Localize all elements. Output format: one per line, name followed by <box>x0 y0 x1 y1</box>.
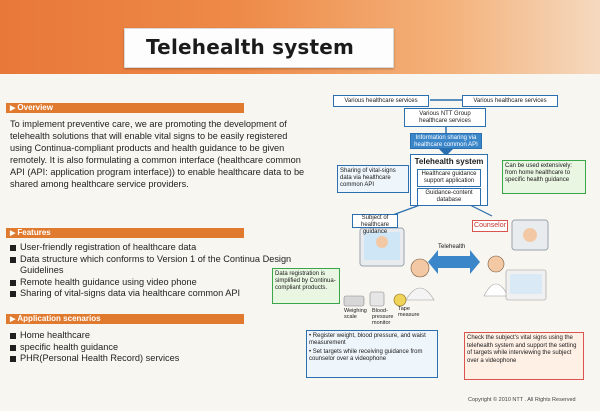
overview-text: To implement preventive care, we are pro… <box>10 119 305 189</box>
telehealth-system-box: Telehealth system Healthcare guidance su… <box>410 154 488 206</box>
application-heading: Application scenarios <box>17 314 101 323</box>
tape-measure-label: Tape measure <box>398 306 420 318</box>
features-list: User-friendly registration of healthcare… <box>10 242 310 300</box>
ntt-services-box: Various NTT Group healthcare services <box>404 108 486 127</box>
list-item: Sharing of vital-signs data via healthca… <box>10 288 310 300</box>
computer-screen-icon <box>510 274 542 294</box>
weighing-scale-label: Weighing scale <box>344 308 367 320</box>
various-services-right: Various healthcare services <box>462 95 558 107</box>
overview-heading: Overview <box>17 103 53 112</box>
list-item: • Register weight, blood pressure, and w… <box>309 333 426 346</box>
list-item: PHR(Personal Health Record) services <box>10 353 260 365</box>
triangle-icon: ▶ <box>10 230 16 237</box>
triangle-icon: ▶ <box>10 105 16 112</box>
person-head-icon <box>410 258 430 278</box>
nurse-head-icon <box>487 255 505 273</box>
list-item: • Set targets while receiving guidance f… <box>309 349 423 362</box>
used-extensively-box: Can be used extensively: from home healt… <box>502 160 586 194</box>
list-item: User-friendly registration of healthcare… <box>10 242 310 254</box>
person-body-icon <box>405 287 435 301</box>
telehealth-system-label: Telehealth system <box>414 157 484 166</box>
counselor-face-icon <box>376 236 388 248</box>
list-item: Home healthcare <box>10 330 260 342</box>
copyright-text: Copyright © 2010 NTT . All Rights Reserv… <box>468 397 576 403</box>
blood-pressure-label: Blood-pressure monitor <box>372 308 394 326</box>
application-list: Home healthcare specific health guidance… <box>10 330 260 365</box>
triangle-icon: ▶ <box>10 316 16 323</box>
telehealth-arrow-icon <box>428 250 480 274</box>
telehealth-link-label: Telehealth <box>438 244 466 250</box>
nurse-body-icon <box>483 283 509 297</box>
subject-face-icon <box>523 228 537 242</box>
various-services-left: Various healthcare services <box>333 95 429 107</box>
subject-label-box: Subject of healthcare guidance <box>352 214 398 235</box>
down-arrow-icon <box>438 148 454 156</box>
title-box <box>124 28 394 68</box>
guidance-app-box: Healthcare guidance support application <box>417 169 481 187</box>
counselor-label: Counselor <box>472 220 508 232</box>
tape-measure-icon <box>393 293 407 307</box>
overview-heading-bar: ▶Overview <box>6 103 244 113</box>
features-heading-bar: ▶Features <box>6 228 244 238</box>
guidance-db-box: Guidance-content database <box>417 188 481 206</box>
sharing-vital-box: Sharing of vital-signs data via healthca… <box>337 165 409 193</box>
scale-icon <box>343 295 365 307</box>
application-heading-bar: ▶Application scenarios <box>6 314 244 324</box>
registration-simplified-box: Data registration is simplified by Conti… <box>272 268 340 304</box>
connector-line <box>469 204 493 217</box>
list-item: Remote health guidance using video phone <box>10 277 310 289</box>
features-heading: Features <box>17 228 51 237</box>
subject-actions-box: • Register weight, blood pressure, and w… <box>306 330 438 378</box>
blood-pressure-icon <box>369 291 385 307</box>
info-sharing-box: Information sharing via healthcare commo… <box>410 133 482 149</box>
counselor-action-box: Check the subject's vital signs using th… <box>464 332 584 380</box>
list-item: specific health guidance <box>10 342 260 354</box>
list-item: Data structure which conforms to Version… <box>10 254 310 277</box>
page-title: Telehealth system <box>146 35 355 59</box>
